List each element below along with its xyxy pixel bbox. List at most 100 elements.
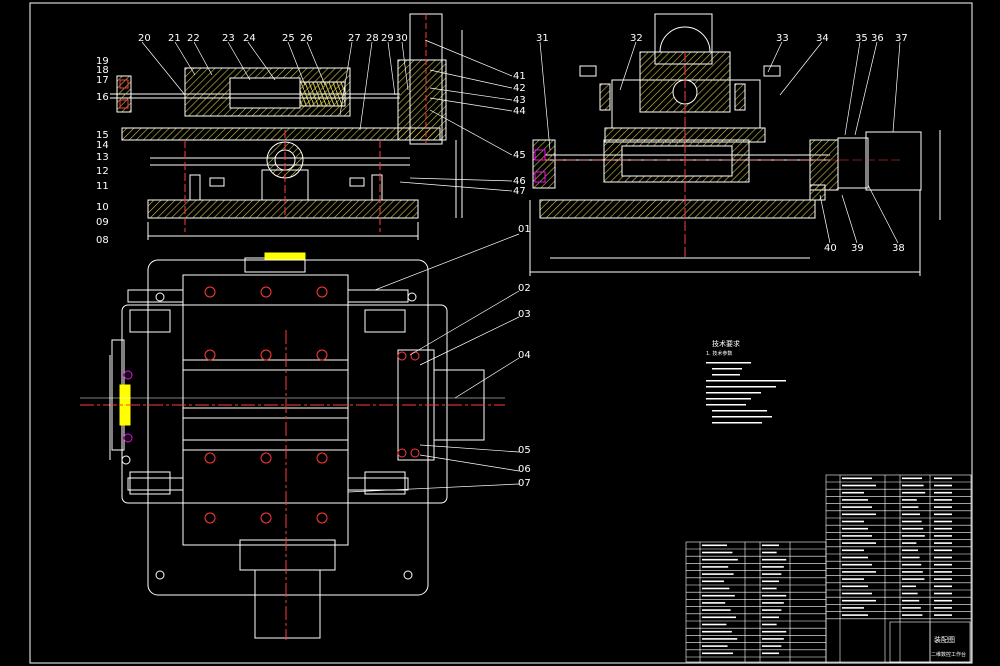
callout-36: 36 <box>871 33 884 44</box>
table-cell-mark <box>902 506 919 508</box>
plan-view <box>80 252 505 640</box>
table-cell-mark <box>902 578 925 580</box>
table-cell-mark <box>762 587 777 590</box>
table-cell-mark <box>762 580 779 583</box>
callout-13: 13 <box>96 152 109 163</box>
callout-08: 08 <box>96 235 109 246</box>
tech-notes-heading: 技术要求 <box>712 339 740 348</box>
table-cell-mark <box>902 599 920 602</box>
callout-20: 20 <box>138 33 151 44</box>
table-cell-mark <box>762 573 782 575</box>
table-cell-mark <box>842 477 872 480</box>
table-cell-mark <box>934 585 952 588</box>
table-cell-mark <box>902 491 926 494</box>
table-cell-mark <box>842 549 864 552</box>
technical-notes: 技术要求 1. 技术参数 <box>706 339 786 424</box>
table-cell-mark <box>702 587 730 590</box>
callout-37: 37 <box>895 33 908 44</box>
table-cell-mark <box>702 645 728 647</box>
callout-27: 27 <box>348 33 361 44</box>
callouts-left-side: 19 18 17 16 15 14 13 12 11 10 09 08 <box>96 56 109 246</box>
callout-47: 47 <box>513 186 526 197</box>
table-cell-mark <box>762 544 779 547</box>
callout-22: 22 <box>187 33 200 44</box>
callouts-side-view: 31 32 33 34 35 36 37 40 39 38 <box>536 33 908 254</box>
table-cell-mark <box>902 527 924 530</box>
callout-01: 01 <box>518 224 531 235</box>
callout-15: 15 <box>96 130 109 141</box>
table-cell-mark <box>934 506 952 508</box>
callout-11: 11 <box>96 181 109 192</box>
callout-43: 43 <box>513 95 526 106</box>
callout-34: 34 <box>816 33 829 44</box>
table-cell-mark <box>934 607 952 609</box>
table-cell-mark <box>902 585 916 588</box>
table-cell-mark <box>934 599 952 602</box>
callout-05: 05 <box>518 445 531 456</box>
callout-28: 28 <box>366 33 379 44</box>
table-cell-mark <box>902 535 925 537</box>
table-cell-mark <box>702 551 733 554</box>
callout-38: 38 <box>892 243 905 254</box>
table-cell-mark <box>702 566 729 568</box>
callout-09: 09 <box>96 217 109 228</box>
callout-40: 40 <box>824 243 837 254</box>
table-cell-mark <box>842 499 868 501</box>
table-cell-mark <box>934 491 952 494</box>
callout-26: 26 <box>300 33 313 44</box>
callout-33: 33 <box>776 33 789 44</box>
table-cell-mark <box>934 520 952 523</box>
table-cell-mark <box>934 535 952 537</box>
callouts-right-stack: 41 42 43 44 45 46 47 <box>513 71 526 197</box>
table-cell-mark <box>934 477 952 480</box>
leader-lines <box>141 39 901 493</box>
title-block: 装配图 二维数控工作台 <box>931 635 966 658</box>
callout-17: 17 <box>96 75 109 86</box>
callout-14: 14 <box>96 140 109 151</box>
table-cell-mark <box>902 614 923 616</box>
table-cell-mark <box>842 484 876 487</box>
table-cell-mark <box>762 623 777 626</box>
table-cell-mark <box>762 652 779 655</box>
table-cell-mark <box>902 513 920 516</box>
table-cell-mark <box>842 513 876 516</box>
callout-23: 23 <box>222 33 235 44</box>
callout-44: 44 <box>513 106 526 117</box>
table-cell-mark <box>934 563 952 566</box>
table-cell-mark <box>762 638 784 640</box>
callout-04: 04 <box>518 350 531 361</box>
callout-03: 03 <box>518 309 531 320</box>
table-cell-mark <box>902 499 917 501</box>
outer-frame <box>29 2 973 664</box>
callout-46: 46 <box>513 176 526 187</box>
table-cell-mark <box>762 558 787 561</box>
table-cell-mark <box>842 607 864 609</box>
table-cell-mark <box>934 499 952 501</box>
table-cell-mark <box>902 549 918 552</box>
callout-16: 16 <box>96 92 109 103</box>
callout-35: 35 <box>855 33 868 44</box>
table-cell-mark <box>902 607 921 609</box>
callout-39: 39 <box>851 243 864 254</box>
callout-06: 06 <box>518 464 531 475</box>
table-cell-mark <box>842 506 872 508</box>
table-cell-mark <box>762 609 782 611</box>
table-cell-mark <box>842 535 872 537</box>
table-cell-mark <box>702 623 727 626</box>
parts-list-table <box>685 474 972 663</box>
table-cell-mark <box>902 592 918 595</box>
table-cell-mark <box>842 563 872 566</box>
table-cell-mark <box>762 551 777 554</box>
table-cell-mark <box>842 599 876 602</box>
drawing-title: 装配图 <box>934 635 955 644</box>
table-cell-mark <box>702 616 736 619</box>
table-cell-mark <box>902 542 917 544</box>
table-cell-mark <box>934 527 952 530</box>
callout-29: 29 <box>381 33 394 44</box>
side-section-view <box>529 13 941 276</box>
table-cell-mark <box>702 609 731 611</box>
table-cell-mark <box>702 602 726 604</box>
callout-32: 32 <box>630 33 643 44</box>
callout-02: 02 <box>518 283 531 294</box>
table-cell-mark <box>842 585 868 588</box>
